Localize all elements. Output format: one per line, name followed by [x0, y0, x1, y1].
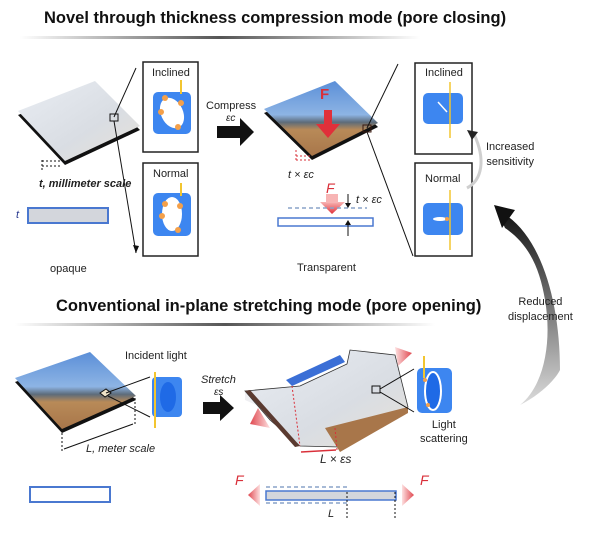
force-label: F: [320, 86, 330, 103]
compress-strain: εc: [226, 113, 236, 124]
force-label-2: F: [326, 180, 335, 196]
zoom-line: [379, 391, 415, 413]
t-times-eps-label: t × εc: [288, 169, 314, 181]
bottom-title-rule: [15, 323, 435, 326]
light-scattering-label: Light scattering: [420, 418, 468, 446]
incident-light-label: Incident light: [125, 350, 187, 362]
stretch-original-sample: [15, 352, 136, 433]
stretched-sample: [244, 349, 409, 452]
zoom-line: [366, 63, 399, 129]
result-inclined-inset: [414, 62, 473, 155]
t-times-eps-label-2: t × εc: [356, 194, 382, 206]
top-title-rule: [20, 36, 420, 39]
force-right-label: F: [420, 472, 429, 488]
inset-inclined-pore: [142, 61, 199, 153]
zoom-line: [379, 368, 415, 390]
inset-inclined-label: Inclined: [152, 67, 190, 79]
stretch-force-right: [395, 347, 412, 366]
length-marker: [61, 398, 136, 451]
force-arrow-right: [402, 484, 414, 506]
stretch-label: Stretch: [201, 374, 236, 386]
stretch-arrow: [203, 395, 234, 421]
transparent-label: Transparent: [297, 262, 356, 274]
zoom-line: [366, 131, 414, 257]
inset-normal-pore: [142, 162, 199, 257]
reduced-displacement-arrow: [497, 210, 560, 405]
zoom-line: [105, 376, 151, 394]
light-scattering-line-2: scattering: [420, 433, 468, 445]
compressed-thickness-marker: [295, 150, 310, 162]
zoom-line: [113, 67, 137, 118]
top-section-title: Novel through thickness compression mode…: [44, 9, 507, 27]
opaque-cross-section-bar: [27, 207, 109, 224]
transparent-cross-section-bar: [277, 217, 374, 227]
light-scattering-line-1: Light: [431, 419, 456, 431]
transparent-sample: [264, 81, 378, 160]
stretch-force-left: [250, 408, 270, 428]
result-inclined-label: Inclined: [425, 67, 463, 79]
reduced-displacement-label: Reduced displacement: [508, 295, 573, 325]
incident-light-pore: [152, 372, 182, 428]
opaque-sample: [18, 81, 140, 165]
increased-sensitivity-label: Increased sensitivity: [486, 140, 534, 170]
increased-sensitivity-arrow: [466, 133, 483, 190]
force-arrow-left: [248, 484, 260, 506]
opaque-label: opaque: [50, 263, 87, 275]
stretched-cross-section-bar: [265, 490, 397, 501]
result-normal-inset: [414, 162, 473, 257]
increased-sensitivity-line-2: sensitivity: [486, 156, 534, 168]
reduced-displacement-line-1: Reduced: [518, 296, 563, 308]
increased-sensitivity-line-1: Increased: [486, 141, 535, 153]
stretch-strain: εs: [214, 387, 224, 398]
bottom-section-title: Conventional in-plane stretching mode (p…: [56, 297, 482, 315]
stretch-length-arrow: [300, 449, 337, 453]
compress-force-arrow: [316, 110, 340, 138]
result-normal-label: Normal: [425, 173, 461, 185]
compress-arrow: [217, 118, 254, 146]
t-symbol: t: [16, 209, 20, 221]
thickness-label: t, millimeter scale: [39, 178, 131, 190]
thickness-label-text: t, millimeter scale: [39, 178, 132, 190]
length-label: L, meter scale: [86, 443, 156, 455]
reduced-displacement-line-2: displacement: [508, 311, 573, 323]
original-cross-section-bar: [29, 486, 111, 503]
zoom-line: [113, 120, 137, 254]
compress-label: Compress: [206, 100, 257, 112]
light-scattering-pore: [417, 356, 452, 413]
l-symbol: L: [328, 508, 335, 520]
l-times-eps-label: L × εs: [320, 452, 352, 466]
force-left-label: F: [235, 472, 244, 488]
zoom-line: [107, 395, 151, 418]
thickness-marker: [41, 160, 62, 171]
inset-normal-label: Normal: [153, 168, 189, 180]
